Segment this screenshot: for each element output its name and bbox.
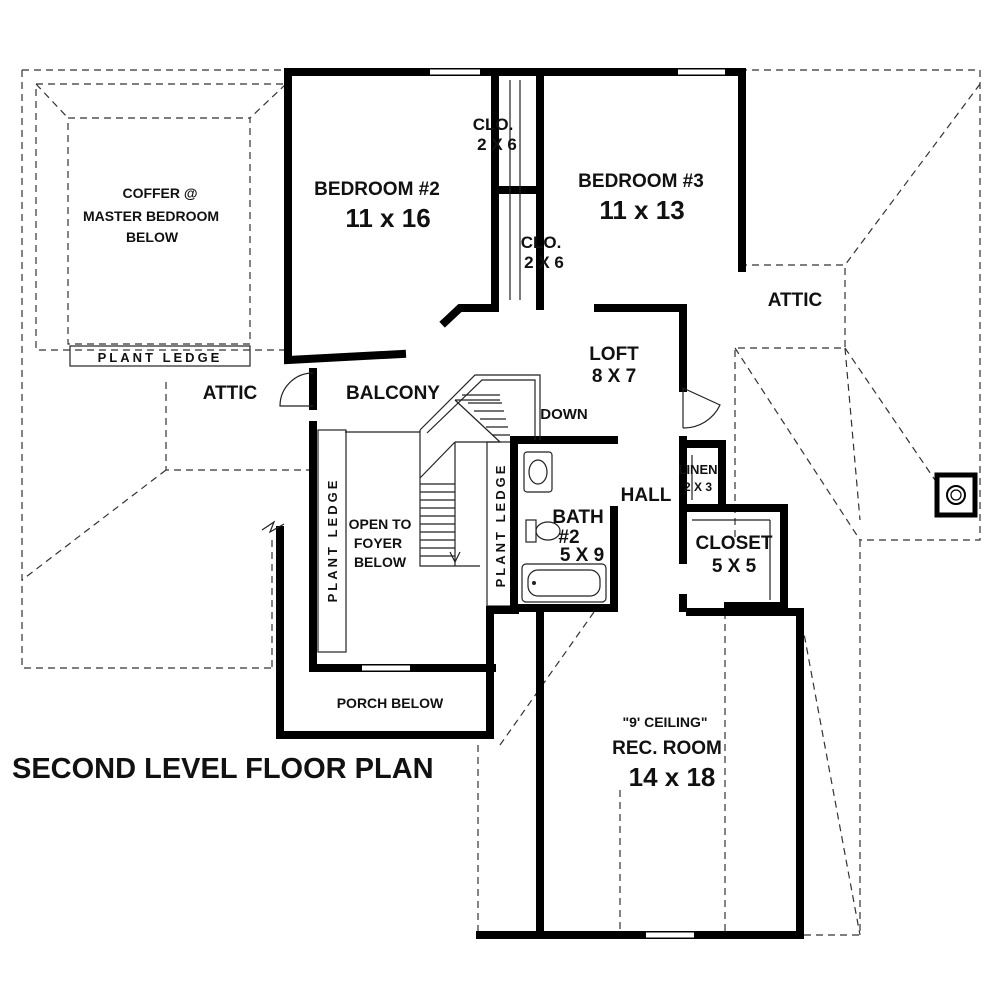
bedroom3-name: BEDROOM #3 [578,171,704,192]
attic-right-label: ATTIC [768,290,823,311]
attic-left-label: ATTIC [203,383,258,404]
plan-title: SECOND LEVEL FLOOR PLAN [12,753,434,785]
open-to-foyer-label: FOYER [354,535,402,551]
plant-ledges [69,345,514,653]
hall-label: HALL [621,485,672,506]
rec-room-name: REC. ROOM [612,738,722,759]
rec-room-size: 14 x 18 [629,762,716,792]
bedroom3-size: 11 x 13 [599,195,684,225]
svg-text:MASTER BEDROOM: MASTER BEDROOM [83,208,219,224]
svg-text:BELOW: BELOW [126,229,179,245]
balcony-label: BALCONY [346,383,440,404]
bath2-name: BATH [552,507,603,528]
doors [279,372,721,429]
porch-label: PORCH BELOW [337,695,444,711]
rec-room-note: "9' CEILING" [622,714,707,730]
loft-name: LOFT [589,344,639,365]
linen-size: 2 X 3 [684,480,712,494]
closet-size: 5 X 5 [712,556,757,577]
down-label: DOWN [540,406,588,423]
bath2-number: #2 [558,527,579,548]
clo-b-name: CLO. [521,233,562,252]
plant-ledge-right-label: PLANT LEDGE [493,463,508,588]
open-to-foyer-label: OPEN TO [349,516,412,532]
clo-a-size: 2 X 6 [477,135,517,154]
break-line [261,520,285,534]
coffer-label: COFFER @ MASTER BEDROOM BELOW [83,185,219,245]
plant-ledge-left-label: PLANT LEDGE [325,478,340,603]
open-to-foyer-label: BELOW [354,554,407,570]
bedroom2-size: 11 x 16 [345,203,430,233]
bedroom2-name: BEDROOM #2 [314,179,440,200]
loft-size: 8 X 7 [592,366,636,387]
clo-a-name: CLO. [473,115,514,134]
linen-name: LINEN [679,462,718,477]
plant-ledge-top-label: PLANT LEDGE [98,350,223,365]
closet-name: CLOSET [695,533,772,554]
svg-text:COFFER @: COFFER @ [122,185,197,201]
bath-fixtures [521,451,607,603]
staircase [345,374,541,567]
closet-shelves [509,80,771,600]
walls [276,68,978,939]
bath2-size: 5 X 9 [560,545,604,566]
clo-b-size: 2 X 6 [524,253,564,272]
windows [362,69,725,938]
